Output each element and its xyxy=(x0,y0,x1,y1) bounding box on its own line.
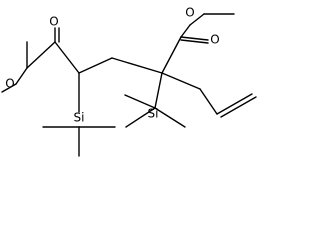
bond xyxy=(54,41,80,74)
bond xyxy=(216,93,253,115)
bond xyxy=(154,72,163,109)
atom-label-o4: O xyxy=(210,33,219,47)
bond xyxy=(125,107,156,128)
bond xyxy=(220,96,257,118)
bond xyxy=(161,36,182,74)
atom-label-si1: Si xyxy=(74,111,85,125)
bond xyxy=(180,36,209,41)
bond xyxy=(1,83,17,93)
bond xyxy=(161,72,201,90)
atom-label-si2: Si xyxy=(148,107,159,121)
bond xyxy=(154,107,186,128)
bond xyxy=(15,67,28,85)
bond xyxy=(124,94,156,109)
bond xyxy=(199,88,218,115)
bond xyxy=(189,13,205,26)
bond xyxy=(78,57,113,74)
bond xyxy=(180,24,191,38)
bond xyxy=(26,41,56,69)
atom-label-o2: O xyxy=(5,77,14,91)
atom-label-o3: O xyxy=(185,6,194,20)
bond xyxy=(180,39,209,44)
atom-label-o1: O xyxy=(49,15,58,29)
bond xyxy=(111,57,163,74)
chemical-structure-diagram: O O O O Si Si xyxy=(1,6,257,157)
